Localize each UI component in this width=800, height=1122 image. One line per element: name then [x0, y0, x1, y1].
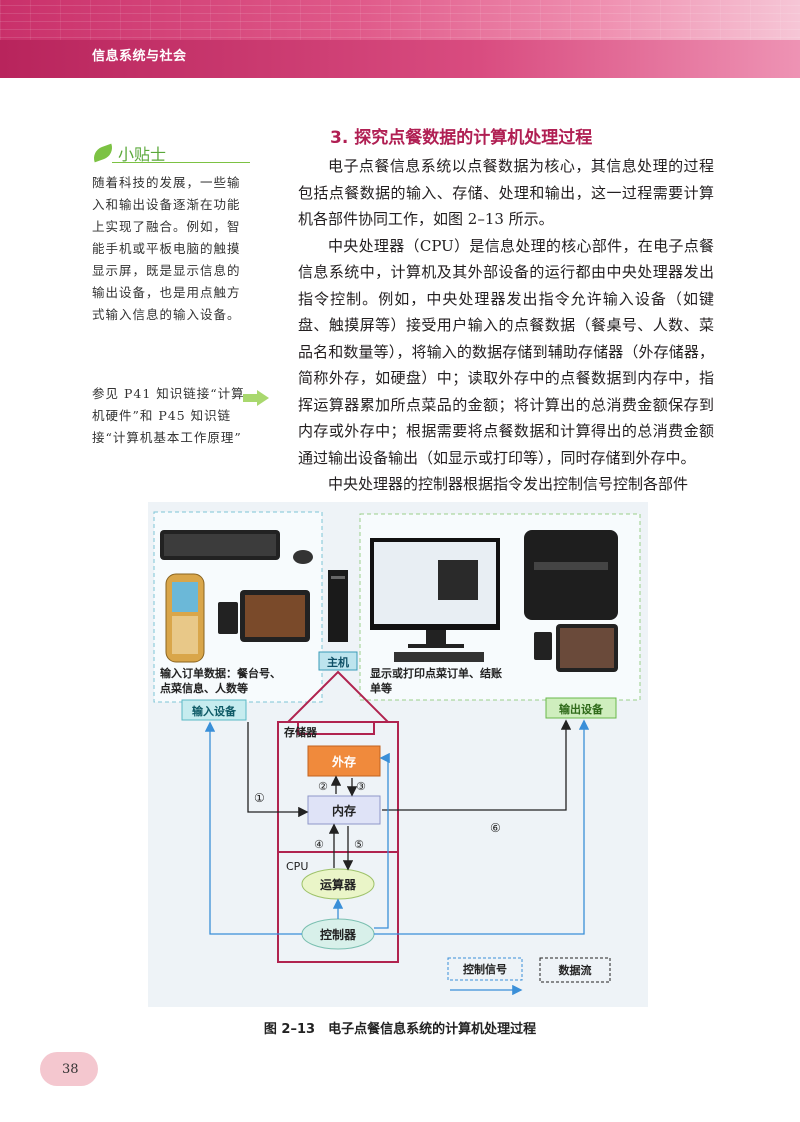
computer-tower-icon: [328, 570, 348, 642]
tablet-icon: [218, 590, 310, 642]
memory-label: 内存: [332, 803, 356, 818]
section-title: 3. 探究点餐数据的计算机处理过程: [330, 128, 593, 148]
chapter-title: 信息系统与社会: [92, 49, 187, 64]
flow-input-to-memory: [247, 722, 309, 818]
input-caption-2: 点菜信息、人数等: [160, 681, 248, 695]
mouse-icon: [293, 550, 313, 564]
control-to-storage: [374, 752, 390, 929]
step-5: ⑤: [354, 838, 364, 851]
cpu-label: CPU: [286, 860, 308, 873]
legend-data-flow: 数据流: [539, 957, 611, 983]
arrow-right-icon: [243, 390, 269, 406]
flow-memory-to-output: [382, 719, 572, 811]
tip-underline: [112, 162, 250, 163]
legend-control-signal: 控制信号: [447, 957, 523, 996]
monitor-icon: [370, 538, 500, 662]
tip-text: 随着科技的发展，一些输入和输出设备逐渐在功能上实现了融合。例如，智能手机或平板电…: [92, 175, 241, 322]
tip-heading: 小贴士: [90, 143, 250, 164]
output-device-label: 输出设备: [559, 702, 604, 716]
memory-box: [307, 795, 381, 825]
header-banner: [0, 0, 800, 78]
input-caption-1: 输入订单数据：餐台号、: [160, 666, 281, 680]
leaf-icon: [90, 143, 116, 163]
step-2: ②: [318, 780, 328, 793]
legend-control-label: 控制信号: [463, 962, 507, 976]
diagram-svg: 主机 输入订单数据：餐台号、 点菜信息、人数等 显示或打印点菜订单、结账 单等 …: [148, 502, 648, 1007]
alu-label: 运算器: [320, 877, 357, 892]
step-4: ④: [314, 838, 324, 851]
paragraph-3: 中央处理器的控制器根据指令发出控制信号控制各部件: [328, 475, 689, 493]
reference-text: 参见 P41 知识链接“计算机硬件”和 P45 知识链接“计算机基本工作原理”: [92, 386, 245, 445]
output-caption-2: 单等: [370, 681, 392, 695]
figure-caption: 图 2–13 电子点餐信息系统的计算机处理过程: [263, 1022, 537, 1037]
tip-title: 小贴士: [118, 145, 167, 164]
page-number: 38: [62, 1062, 79, 1077]
processing-diagram: 主机 输入订单数据：餐台号、 点菜信息、人数等 显示或打印点菜订单、结账 单等 …: [148, 502, 648, 1007]
header-band: [0, 40, 800, 78]
cpu-box: [277, 851, 399, 963]
body-column: 电子点餐信息系统以点餐数据为核心，其信息处理的过程包括点餐数据的输入、存储、处理…: [298, 153, 714, 498]
host-label: 主机: [327, 655, 349, 669]
controller-label: 控制器: [320, 927, 357, 942]
storage-label: 存储器: [284, 725, 318, 739]
printer-icon: [524, 530, 618, 620]
control-to-input: [204, 721, 302, 935]
output-device-box: [545, 697, 617, 719]
input-device-box: [181, 699, 247, 721]
tablet-output-icon: [534, 624, 618, 672]
step-3: ③: [356, 780, 366, 793]
phone-icon: [165, 573, 205, 663]
step-1: ①: [254, 791, 265, 805]
input-device-label: 输入设备: [192, 704, 237, 718]
paragraph-2: 中央处理器（CPU）是信息处理的核心部件，在电子点餐信息系统中，计算机及其外部设…: [298, 236, 714, 467]
legend-data-label: 数据流: [559, 963, 592, 977]
external-storage-label: 外存: [332, 754, 356, 769]
paragraph-1: 电子点餐信息系统以点餐数据为核心，其信息处理的过程包括点餐数据的输入、存储、处理…: [298, 157, 714, 228]
keyboard-icon: [160, 530, 280, 560]
output-caption-1: 显示或打印点菜订单、结账: [370, 666, 502, 680]
external-storage-box: [307, 745, 381, 777]
page-number-badge: [40, 1052, 98, 1086]
control-to-output: [374, 719, 590, 935]
step-6: ⑥: [490, 821, 501, 835]
host-label-box: [318, 651, 358, 671]
